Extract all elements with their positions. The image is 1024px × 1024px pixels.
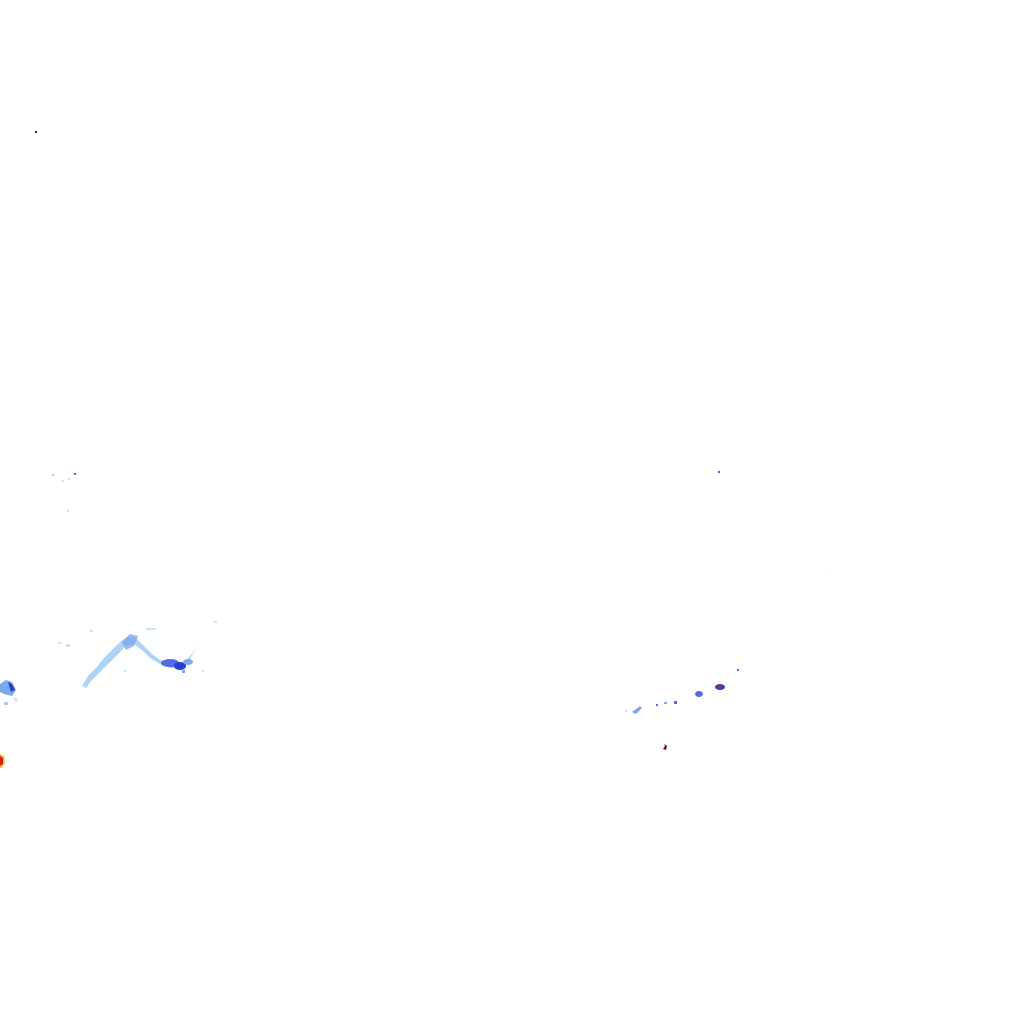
echo-pixel [68,478,70,480]
echo-pixel [14,698,17,701]
echo-cell [174,662,186,670]
echo-pixel [52,474,54,476]
echo-pixel [67,510,69,512]
echo-west-edge-cell [0,680,17,705]
echo-cell [695,691,703,697]
echo-pixel [202,670,204,672]
echo-core-inner [0,756,3,766]
echo-cell [183,659,193,665]
echo-pixel [62,480,64,482]
echo-pixel [214,621,217,623]
echo-pixel [146,628,156,630]
echo-north-west-speck [35,131,37,133]
echo-pixel [124,670,126,672]
echo-east-speck [718,471,828,571]
echo-pixel [664,702,667,704]
echo-cell-inner [8,682,15,692]
echo-south-east-core [663,744,667,750]
echo-pixel [74,473,76,475]
echo-cell [632,706,642,714]
echo-band-mid [122,634,138,650]
echo-south-east-band [625,669,739,714]
echo-pixel [35,131,37,133]
echo-south-west-band [58,621,217,688]
echo-west-edge-core [0,754,5,768]
echo-pixel [58,642,61,644]
echo-pixel [90,630,93,632]
echo-pixel [737,669,739,671]
echo-pixel [182,670,185,673]
echo-west-scatter [52,473,76,512]
echo-pixel [674,701,677,704]
echo-pixel [718,471,720,473]
echo-pixel [826,570,828,571]
echo-band-light [82,636,198,688]
echo-pixel [656,704,658,706]
echo-pixel [718,686,721,688]
echo-pixel [66,644,70,647]
echo-core [663,744,667,750]
echo-pixel [4,702,8,705]
echo-pixel [625,710,627,712]
